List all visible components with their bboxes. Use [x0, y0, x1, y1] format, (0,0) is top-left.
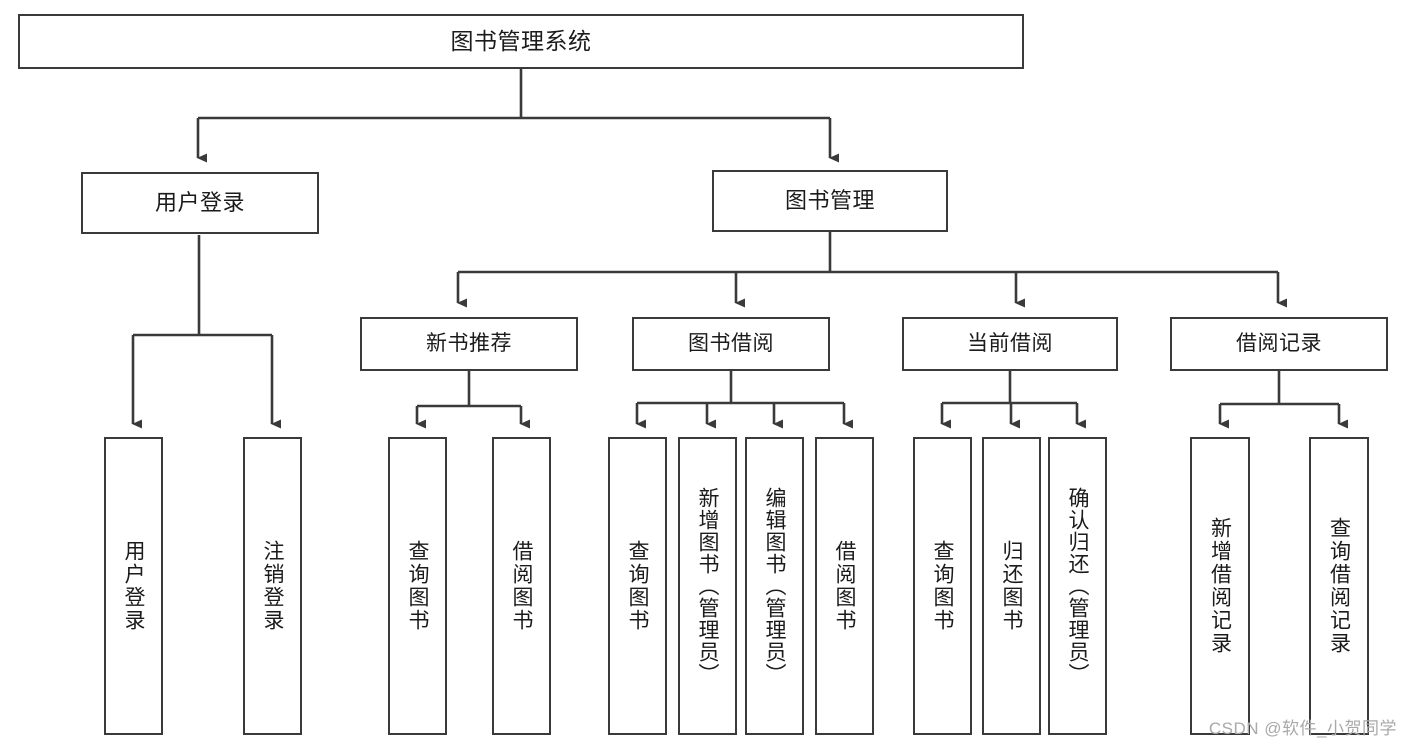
node-user-login[interactable]: 用户登录 — [81, 172, 319, 234]
node-leaf-add-record-label: 新增借阅记录 — [1208, 517, 1232, 655]
node-leaf-return-book[interactable]: 归还图书 — [982, 437, 1041, 735]
node-leaf-query-record[interactable]: 查询借阅记录 — [1309, 437, 1369, 735]
node-leaf-query-book-1[interactable]: 查询图书 — [388, 437, 447, 735]
node-leaf-borrow-book-2[interactable]: 借阅图书 — [815, 437, 874, 735]
node-current-borrow[interactable]: 当前借阅 — [902, 317, 1118, 371]
node-book-borrow-label: 图书借阅 — [688, 332, 774, 356]
node-leaf-logout-label: 注销登录 — [261, 540, 284, 632]
node-book-borrow[interactable]: 图书借阅 — [632, 317, 830, 371]
node-leaf-add-book-label: 新增图书（管理员） — [696, 487, 719, 685]
node-leaf-add-record[interactable]: 新增借阅记录 — [1190, 437, 1250, 735]
node-borrow-record-label: 借阅记录 — [1236, 332, 1322, 356]
node-leaf-query-record-label: 查询借阅记录 — [1327, 517, 1351, 655]
node-leaf-user-login[interactable]: 用户登录 — [104, 437, 163, 735]
node-leaf-query-book-2[interactable]: 查询图书 — [608, 437, 667, 735]
node-leaf-query-book-1-label: 查询图书 — [406, 540, 429, 632]
node-root-label: 图书管理系统 — [450, 27, 592, 54]
node-leaf-confirm-return-label: 确认归还（管理员） — [1066, 487, 1089, 685]
node-leaf-query-book-2-label: 查询图书 — [626, 540, 649, 632]
node-leaf-return-book-label: 归还图书 — [1000, 540, 1023, 632]
node-leaf-edit-book[interactable]: 编辑图书（管理员） — [745, 437, 804, 735]
node-root[interactable]: 图书管理系统 — [18, 14, 1024, 69]
node-leaf-logout[interactable]: 注销登录 — [243, 437, 302, 735]
node-leaf-query-book-3-label: 查询图书 — [931, 540, 954, 632]
node-leaf-borrow-book-2-label: 借阅图书 — [833, 540, 856, 632]
node-new-book-recommend[interactable]: 新书推荐 — [360, 317, 578, 371]
node-current-borrow-label: 当前借阅 — [967, 332, 1053, 356]
node-book-management[interactable]: 图书管理 — [712, 170, 948, 232]
node-leaf-borrow-book-1[interactable]: 借阅图书 — [492, 437, 551, 735]
node-borrow-record[interactable]: 借阅记录 — [1170, 317, 1388, 371]
watermark: CSDN @软件_小贺同学 — [1208, 719, 1397, 738]
node-leaf-user-login-label: 用户登录 — [122, 540, 145, 632]
node-leaf-borrow-book-1-label: 借阅图书 — [510, 540, 533, 632]
node-leaf-query-book-3[interactable]: 查询图书 — [913, 437, 972, 735]
node-user-login-label: 用户登录 — [154, 189, 245, 215]
node-leaf-edit-book-label: 编辑图书（管理员） — [763, 487, 786, 685]
node-leaf-confirm-return[interactable]: 确认归还（管理员） — [1048, 437, 1107, 735]
node-book-management-label: 图书管理 — [784, 187, 875, 213]
node-new-book-recommend-label: 新书推荐 — [426, 332, 512, 356]
node-leaf-add-book[interactable]: 新增图书（管理员） — [678, 437, 737, 735]
